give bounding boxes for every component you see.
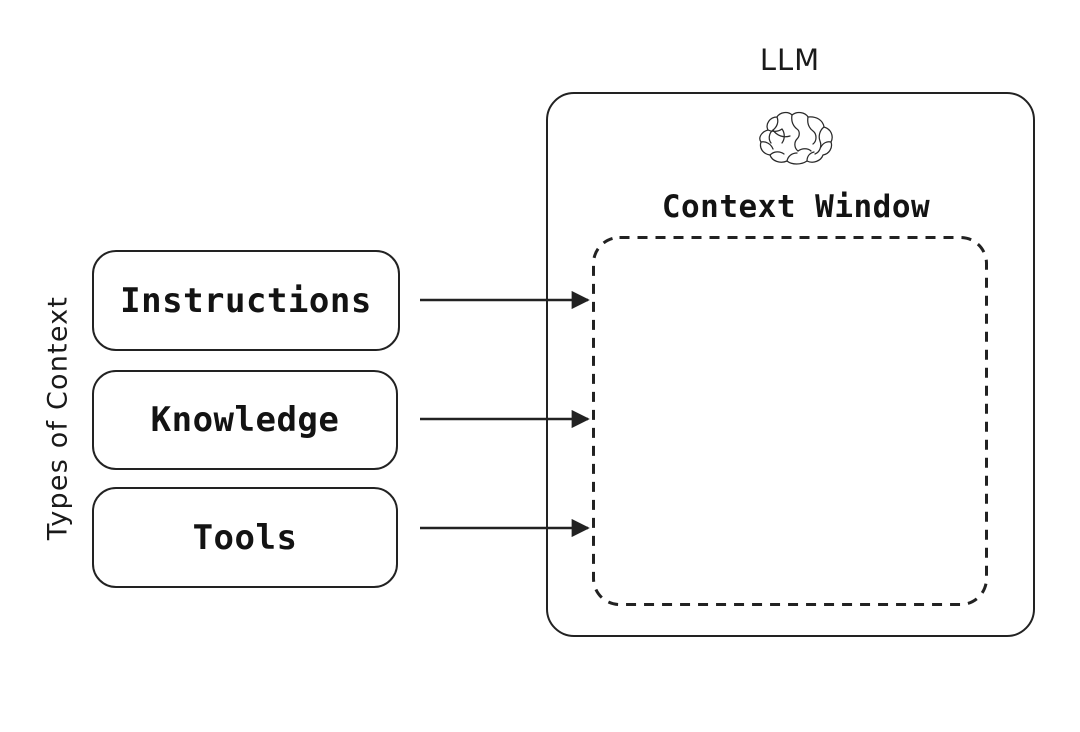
context-box-tools[interactable]: Tools <box>92 487 398 588</box>
context-box-knowledge[interactable]: Knowledge <box>92 370 398 470</box>
types-of-context-label: Types of Context <box>42 295 74 541</box>
context-box-knowledge-label: Knowledge <box>150 400 340 440</box>
llm-title: LLM <box>759 43 821 77</box>
context-box-instructions-label: Instructions <box>120 280 372 321</box>
context-window-box <box>592 236 988 606</box>
llm-container <box>546 92 1035 637</box>
context-box-instructions[interactable]: Instructions <box>92 250 400 351</box>
context-box-tools-label: Tools <box>192 517 298 558</box>
brain-icon <box>752 110 840 168</box>
context-window-label: Context Window <box>661 189 931 225</box>
